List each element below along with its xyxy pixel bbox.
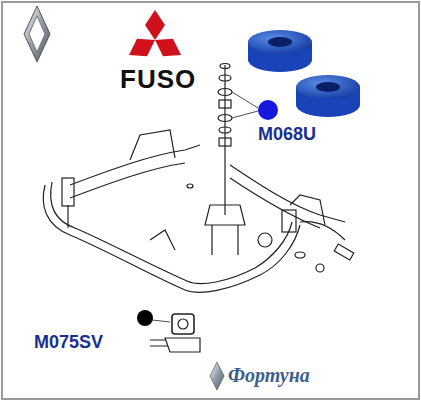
diamond-logo	[24, 6, 50, 62]
mitsubishi-logo	[129, 10, 181, 56]
part-number: M068U	[258, 124, 316, 145]
part-number: M075SV	[34, 332, 103, 353]
brand-mark	[210, 362, 224, 390]
suspension-drawing	[43, 64, 354, 353]
watermark: Фортуна	[228, 364, 310, 387]
callout-dot	[137, 310, 153, 326]
callout-dot	[258, 100, 278, 120]
brand-name: FUSO	[120, 64, 196, 95]
